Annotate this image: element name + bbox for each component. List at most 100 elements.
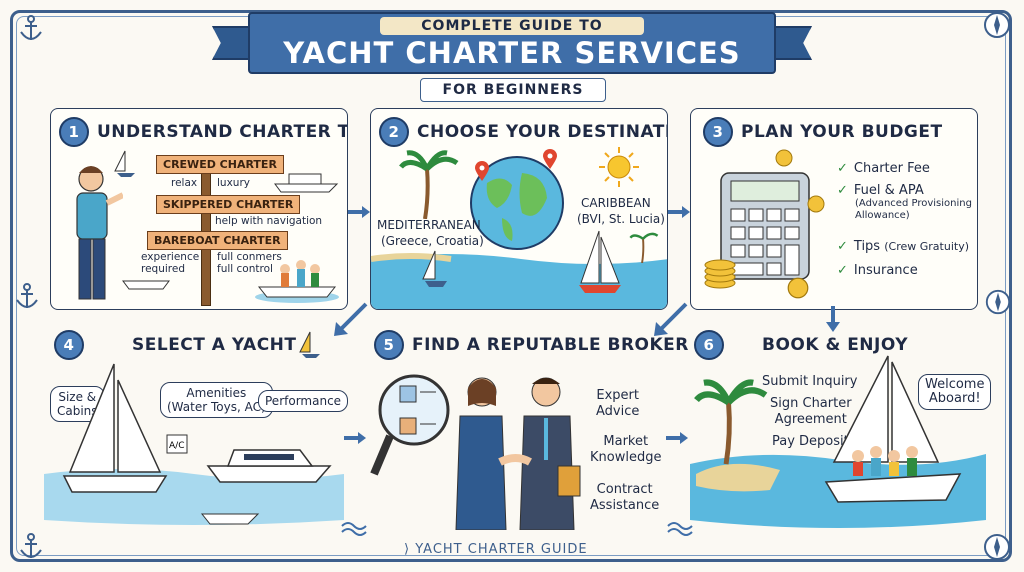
sailboat-icon	[114, 150, 135, 177]
step-number: 6	[694, 330, 724, 360]
budget-item-label: Fuel & APA	[853, 183, 924, 198]
title-banner: COMPLETE GUIDE TO YACHT CHARTER SERVICES	[248, 12, 776, 74]
sailboat-family-illustration	[824, 355, 962, 503]
ocean-background	[371, 253, 667, 309]
skippered-note: help with navigation	[215, 215, 323, 227]
arrow-right-icon	[344, 432, 366, 444]
footer-label: ⟩ YACHT CHARTER GUIDE	[404, 542, 588, 557]
budget-item-sub: (Advanced Provisioning Allowance)	[855, 198, 972, 221]
title-line1: COMPLETE GUIDE TO	[421, 18, 603, 34]
step-title-text: FIND A REPUTABLE BROKER	[412, 335, 689, 355]
arrow-right-icon	[348, 206, 370, 218]
amenities-bubble: Amenities (Water Toys, AC)	[160, 382, 273, 418]
wave-icon	[341, 522, 367, 536]
budget-item-charter-fee: ✓Charter Fee	[837, 161, 930, 176]
step-5-title: 5 FIND A REPUTABLE BROKER	[374, 330, 689, 360]
step-1-panel: 1 UNDERSTAND CHARTER TYPES CREWED CHARTER…	[50, 108, 348, 310]
palm-tree-icon	[629, 232, 659, 263]
crewed-luxury-label: luxury	[217, 177, 250, 189]
sailboat-icon	[299, 331, 320, 358]
book-submit-inquiry: Submit Inquiry	[762, 374, 858, 389]
step-1-title: 1 UNDERSTAND CHARTER TYPES	[59, 117, 347, 147]
step-3-panel: 3 PLAN YOUR BUDGET ✓Charter Fee ✓Fuel & A…	[690, 108, 978, 310]
dinghy-icon	[122, 280, 170, 290]
sailboat-icon	[422, 250, 447, 287]
coin-icon	[807, 195, 825, 213]
footer-text: YACHT CHARTER GUIDE	[415, 542, 588, 557]
catamaran-illustration	[62, 363, 168, 493]
magnifying-glass-icon	[370, 374, 450, 476]
handshake-illustration	[455, 377, 581, 530]
budget-item-label: Tips	[853, 239, 881, 254]
mediterranean-label: MEDITERRANEAN	[377, 218, 481, 232]
map-pin-icon	[475, 161, 489, 181]
anchor-icon	[20, 15, 42, 40]
caribbean-label: CARIBBEAN	[581, 196, 651, 210]
family-boat-illustration	[255, 260, 339, 303]
motor-yacht-icon	[274, 173, 339, 193]
size-cabins-bubble: Size & Cabins	[50, 386, 105, 422]
coin-stack-icon	[704, 259, 736, 289]
anchor-icon	[20, 533, 42, 558]
compass-icon	[985, 289, 1011, 315]
arrow-right-icon	[666, 432, 688, 444]
step-title-text: PLAN YOUR BUDGET	[741, 122, 943, 142]
bareboat-control-label: full conmers full control	[217, 251, 282, 275]
calculator-icon	[720, 172, 810, 280]
step-3-title: 3 PLAN YOUR BUDGET	[703, 117, 943, 147]
anchor-icon	[16, 283, 38, 308]
budget-item-tips: ✓Tips (Crew Gratuity)	[837, 239, 969, 254]
step-number: 4	[54, 330, 84, 360]
map-pin-icon	[543, 149, 557, 169]
crewed-charter-sign: CREWED CHARTER	[156, 155, 284, 174]
sailboat-icon	[579, 230, 621, 293]
bareboat-experience-label: experience required	[141, 251, 200, 275]
arrow-right-icon	[668, 206, 690, 218]
step-4-title: 4 SELECT A YACHT	[54, 330, 297, 360]
compass-icon	[984, 12, 1010, 38]
coin-icon	[775, 149, 793, 167]
amenities-icon: A/C	[166, 434, 188, 454]
globe-icon	[470, 156, 564, 250]
speedboat-icon	[200, 513, 260, 525]
mediterranean-sub: (Greece, Croatia)	[381, 234, 484, 248]
performance-bubble: Performance	[258, 390, 349, 412]
sun-icon	[599, 147, 639, 187]
budget-item-fuel-apa: ✓Fuel & APA(Advanced Provisioning Allowa…	[837, 183, 972, 221]
subtitle: FOR BEGINNERS	[420, 78, 606, 102]
svg-text:A/C: A/C	[169, 441, 184, 451]
step-title-text: UNDERSTAND CHARTER TYPES	[97, 122, 347, 142]
palm-tree-icon	[694, 379, 768, 465]
budget-item-insurance: ✓Insurance	[837, 263, 918, 278]
broker-market-knowledge: Market Knowledge	[590, 434, 662, 465]
step-number: 1	[59, 117, 89, 147]
person-illustration	[76, 166, 123, 300]
step-6-title: 6 BOOK & ENJOY	[694, 330, 908, 360]
step-number: 3	[703, 117, 733, 147]
coin-icon	[787, 277, 809, 299]
crewed-relax-label: relax	[171, 177, 198, 189]
step-title-text: SELECT A YACHT	[132, 335, 297, 355]
palm-tree-icon	[399, 150, 459, 219]
budget-item-sub: (Crew Gratuity)	[884, 240, 969, 253]
wave-icon	[667, 522, 693, 536]
compass-icon	[984, 534, 1010, 560]
bareboat-charter-sign: BAREBOAT CHARTER	[147, 231, 288, 250]
step-2-title: 2 CHOOSE YOUR DESTINATION	[379, 117, 667, 147]
title-line1-box: COMPLETE GUIDE TO	[380, 17, 644, 35]
step-number: 2	[379, 117, 409, 147]
arrow-down-left-icon	[334, 302, 368, 336]
step-number: 5	[374, 330, 404, 360]
book-sign-agreement: Sign Charter Agreement	[770, 396, 852, 427]
broker-expert-advice: Expert Advice	[596, 388, 640, 419]
broker-contract-assistance: Contract Assistance	[590, 482, 660, 513]
step-title-text: BOOK & ENJOY	[762, 335, 909, 355]
budget-item-label: Insurance	[853, 263, 918, 278]
book-pay-deposit: Pay Deposit	[772, 434, 849, 449]
outer-frame	[10, 10, 1012, 562]
motor-yacht-icon	[206, 449, 332, 483]
step-2-panel: 2 CHOOSE YOUR DESTINATION MEDITERRANEAN (…	[370, 108, 668, 310]
step-title-text: CHOOSE YOUR DESTINATION	[417, 122, 667, 142]
welcome-aboard-bubble: Welcome Aboard!	[918, 374, 992, 410]
caribbean-sub: (BVI, St. Lucia)	[577, 212, 665, 226]
